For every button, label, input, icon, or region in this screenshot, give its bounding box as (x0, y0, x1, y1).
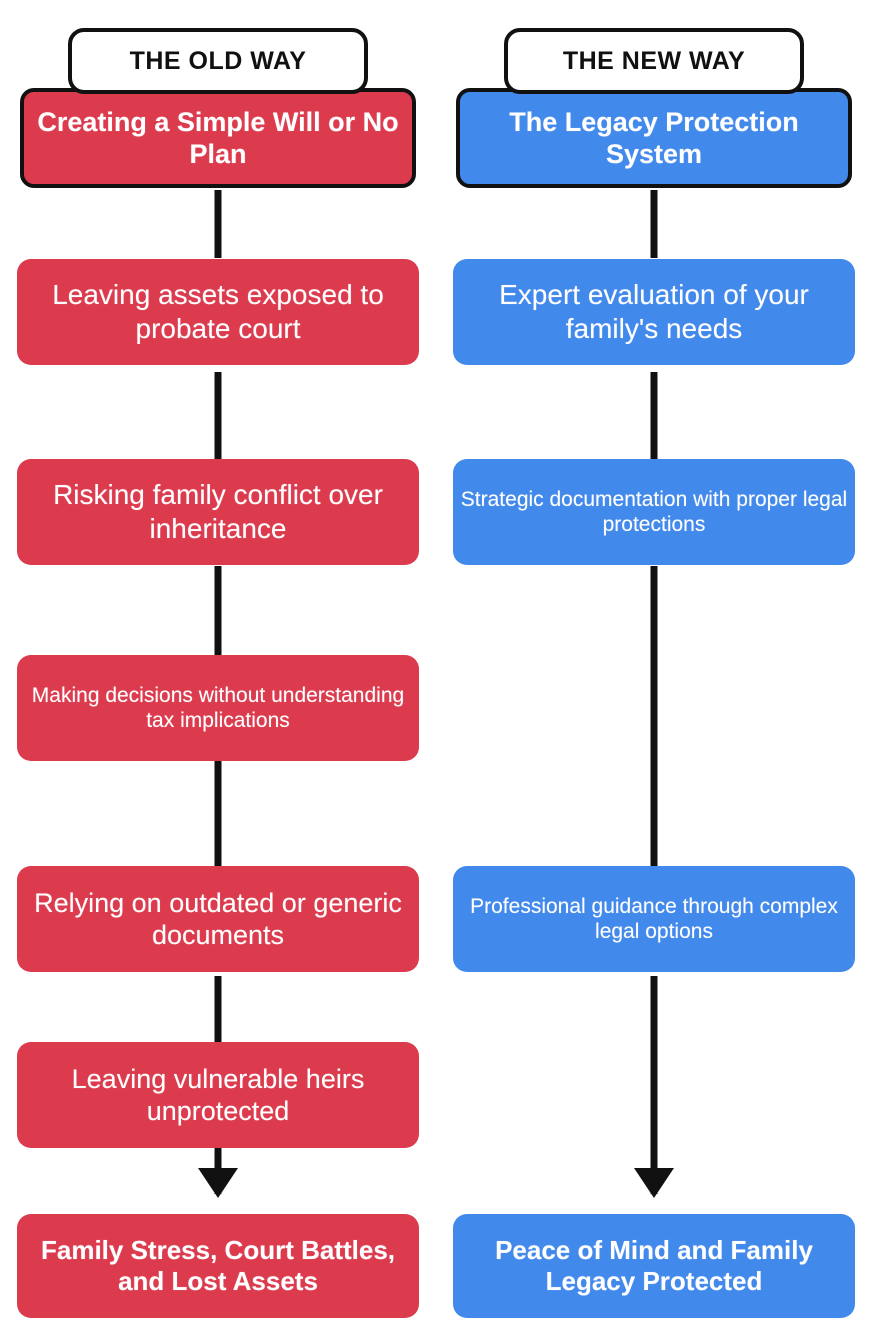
arrow-down-icon-right (634, 1168, 674, 1198)
connector-right-4 (650, 976, 658, 1194)
node-new-1[interactable]: The Legacy Protection System (456, 88, 852, 188)
node-old-1-label: Creating a Simple Will or No Plan (37, 106, 399, 169)
node-old-outcome-label: Family Stress, Court Battles, and Lost A… (41, 1234, 395, 1296)
column-new-way: THE NEW WAY The Legacy Protection System… (436, 0, 872, 1344)
node-old-2[interactable]: Leaving assets exposed to probate court (17, 259, 419, 365)
node-old-3[interactable]: Risking family conflict over inheritance (17, 459, 419, 565)
node-old-6[interactable]: Leaving vulnerable heirs unprotected (17, 1042, 419, 1148)
node-new-2-label: Expert evaluation of your family's needs (499, 279, 809, 344)
connector-right-3 (650, 566, 658, 866)
node-new-3[interactable]: Strategic documentation with proper lega… (453, 459, 855, 565)
node-new-1-label: The Legacy Protection System (509, 106, 799, 169)
node-old-5-label: Relying on outdated or generic documents (34, 887, 402, 950)
node-old-4[interactable]: Making decisions without understanding t… (17, 655, 419, 761)
connector-right-2 (650, 372, 658, 462)
connector-left-5 (214, 976, 222, 1042)
node-new-outcome[interactable]: Peace of Mind and Family Legacy Protecte… (453, 1214, 855, 1318)
connector-left-1 (214, 190, 222, 258)
connector-right-1 (650, 190, 658, 258)
arrow-down-icon-left (198, 1168, 238, 1198)
node-old-2-label: Leaving assets exposed to probate court (52, 279, 384, 344)
header-old-way-label: THE OLD WAY (129, 46, 307, 75)
header-new-way: THE NEW WAY (504, 28, 804, 94)
node-new-4-label: Professional guidance through complex le… (470, 894, 838, 943)
header-old-way: THE OLD WAY (68, 28, 368, 94)
connector-left-2 (214, 372, 222, 462)
node-old-4-label: Making decisions without understanding t… (31, 683, 405, 732)
node-new-3-label: Strategic documentation with proper lega… (460, 487, 848, 536)
node-old-1[interactable]: Creating a Simple Will or No Plan (20, 88, 416, 188)
node-new-2[interactable]: Expert evaluation of your family's needs (453, 259, 855, 365)
header-new-way-label: THE NEW WAY (562, 46, 746, 75)
node-new-4[interactable]: Professional guidance through complex le… (453, 866, 855, 972)
column-old-way: THE OLD WAY Creating a Simple Will or No… (17, 28, 419, 1318)
connector-left-3 (214, 566, 222, 656)
node-old-outcome[interactable]: Family Stress, Court Battles, and Lost A… (17, 1214, 419, 1318)
node-old-3-label: Risking family conflict over inheritance (53, 479, 383, 544)
node-old-6-label: Leaving vulnerable heirs unprotected (71, 1063, 365, 1126)
node-old-5[interactable]: Relying on outdated or generic documents (17, 866, 419, 972)
node-new-outcome-label: Peace of Mind and Family Legacy Protecte… (495, 1234, 813, 1296)
connector-left-4 (214, 760, 222, 866)
